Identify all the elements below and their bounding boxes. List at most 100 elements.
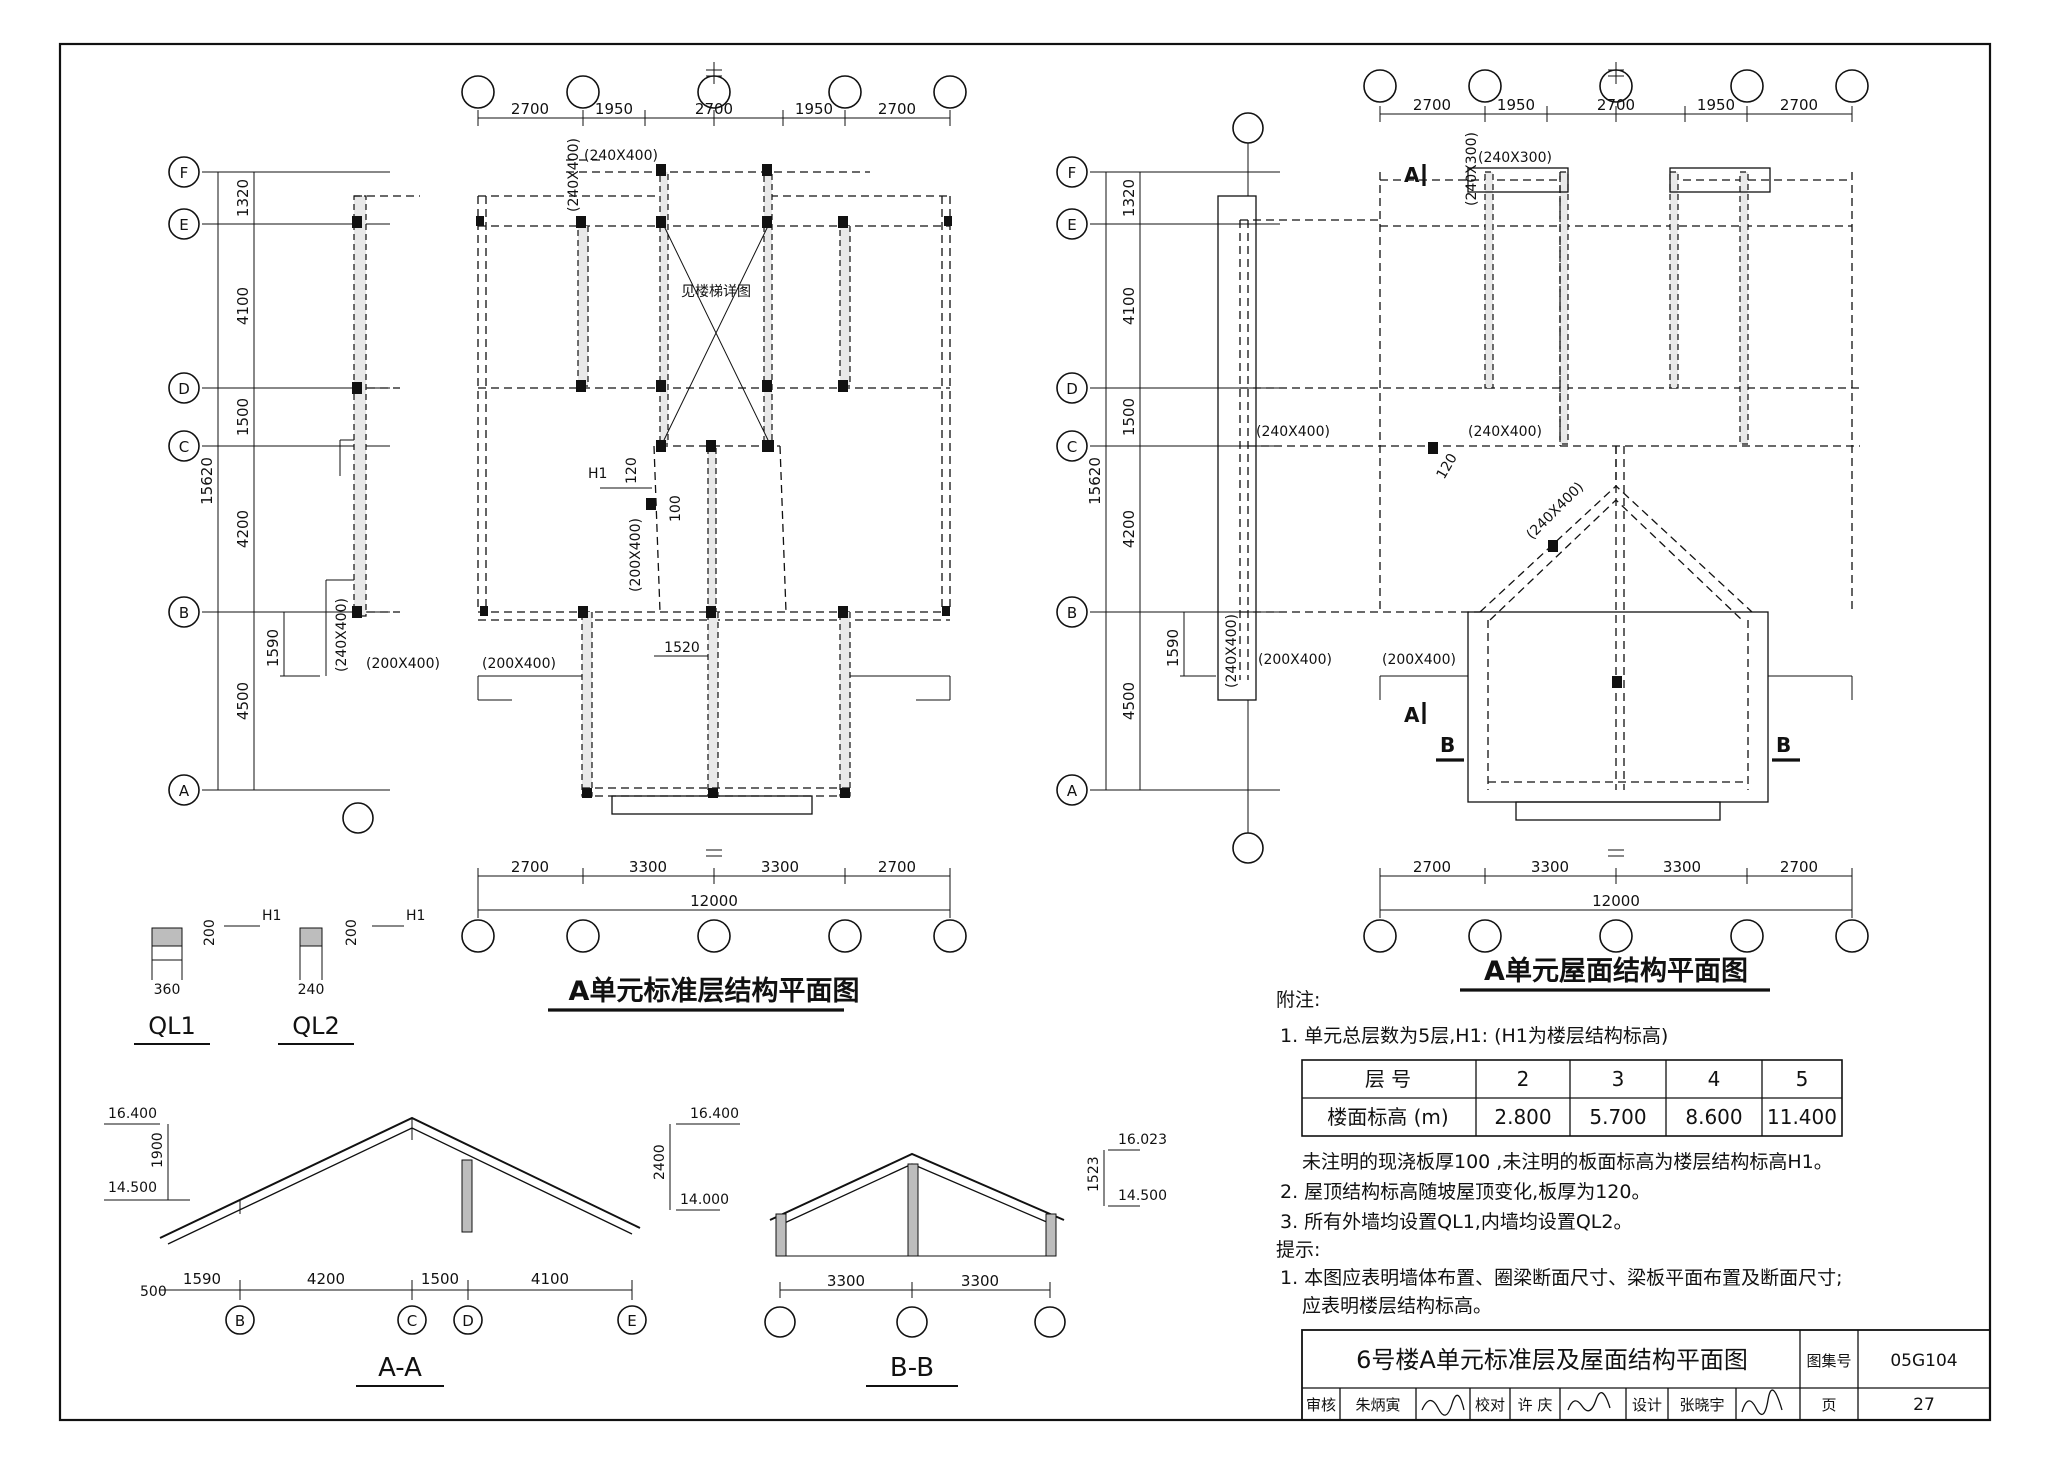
ql1-width: 360 — [154, 982, 181, 998]
section-aa-axis-D: D — [462, 1312, 474, 1330]
notes-hint-1: 1. 本图应表明墙体布置、圈梁断面尺寸、梁板平面布置及断面尺寸; — [1280, 1267, 1843, 1289]
plan-b-section-b-right: B — [1776, 733, 1791, 757]
plan-b-side-bubbles — [1232, 112, 1264, 864]
title-block-page-label: 页 — [1821, 1396, 1836, 1414]
sheet-border — [58, 42, 1992, 1422]
title-block: 6号楼A单元标准层及屋面结构平面图 图集号 05G104 审核 朱炳寅 校对 许… — [1301, 1329, 1991, 1421]
plan-a-left-dim-4: 4200 — [234, 510, 252, 548]
title-block-check-label: 校对 — [1475, 1396, 1505, 1414]
ql2-width: 240 — [298, 982, 325, 998]
plan-b-section-a-bottom: A — [1404, 703, 1420, 727]
section-aa-axis-C: C — [407, 1312, 417, 1330]
plan-a-stair-note: 见楼梯详图 — [681, 284, 751, 300]
notes-item-3: 3. 所有外墙均设置QL1,内墙均设置QL2。 — [1280, 1211, 1632, 1233]
plan-a-top-dim-2: 1950 — [595, 100, 633, 118]
plan-b-beam-label-240x300-v: (240X300) — [1464, 132, 1480, 206]
plan-a-columns — [352, 164, 952, 798]
plan-a-top-axis-bubbles — [461, 62, 967, 109]
plan-b-top-dim-3: 2700 — [1597, 96, 1635, 114]
section-bb-elev-14500: 14.500 — [1118, 1188, 1167, 1204]
plan-b-roof: 2700 1950 2700 1950 2700 F E D C B A — [1056, 62, 1869, 992]
plan-b-beam-label-240x400-left: (240X400) — [1256, 424, 1330, 440]
plan-b-left-dim-3: 1500 — [1120, 398, 1138, 436]
plan-a-left-dim-5: 4500 — [234, 682, 252, 720]
plan-a-standard-floor: 2700 1950 2700 1950 2700 F E D C B A — [168, 62, 967, 1012]
plan-b-left-dim-4: 4200 — [1120, 510, 1138, 548]
plan-b-bottom-dimensions: 2700 3300 3300 2700 12000 — [1363, 849, 1869, 953]
table-floor-2: 2 — [1517, 1067, 1530, 1091]
plan-b-axis-F: F — [1068, 164, 1077, 182]
plan-a-beam-label-200x400-mid: (200X400) — [482, 656, 556, 672]
plan-a-bottom-dimensions: 2700 3300 3300 2700 12000 — [342, 802, 967, 953]
plan-a-bottom-dim-1: 2700 — [511, 858, 549, 876]
notes-hint: 提示: — [1276, 1239, 1320, 1261]
section-aa-elev-500: 500 — [140, 1284, 167, 1300]
ql2-height: 200 — [344, 919, 360, 946]
plan-b-left-dim-2: 4100 — [1120, 287, 1138, 325]
plan-a-left-dim-3: 1500 — [234, 398, 252, 436]
plan-a-axis-E: E — [179, 216, 188, 234]
section-aa-axis-B: B — [235, 1312, 245, 1330]
ql1-label: QL1 — [148, 1012, 196, 1040]
plan-a-top-dim-1: 2700 — [511, 100, 549, 118]
title-block-title: 6号楼A单元标准层及屋面结构平面图 — [1356, 1346, 1748, 1374]
plan-b-dim-120: 120 — [1434, 451, 1461, 482]
title-block-check-name: 许 庆 — [1518, 1396, 1553, 1414]
plan-a-left-dimensions: 1320 4100 1500 4200 4500 15620 1590 — [198, 172, 320, 790]
notes-item-2: 2. 屋顶结构标高随坡屋顶变化,板厚为120。 — [1280, 1181, 1650, 1203]
table-header-elevation: 楼面标高 (m) — [1327, 1105, 1448, 1129]
section-aa-elev-14000: 14.000 — [680, 1192, 729, 1208]
plan-b-bottom-dim-4: 2700 — [1780, 858, 1818, 876]
floor-elevation-table: 层 号 楼面标高 (m) 2 3 4 5 2.800 5.700 8.600 1… — [1301, 1059, 1843, 1137]
table-elev-4: 8.600 — [1685, 1105, 1742, 1129]
section-bb: 16.023 14.500 1523 3300 3300 B-B — [764, 1132, 1167, 1387]
plan-a-left-dim-1: 1320 — [234, 179, 252, 217]
plan-a-top-dim-4: 1950 — [795, 100, 833, 118]
section-bb-h1523: 1523 — [1086, 1156, 1102, 1192]
plan-a-beam-label-top: (240X400) — [584, 148, 658, 164]
plan-a-beam-label-top-v: (240X400) — [566, 138, 582, 212]
plan-a-top-dimensions: 2700 1950 2700 1950 2700 — [477, 100, 951, 126]
section-aa-dim-1: 1590 — [183, 1270, 221, 1288]
title-block-review-name: 朱炳寅 — [1355, 1396, 1400, 1414]
table-elev-2: 2.800 — [1494, 1105, 1551, 1129]
section-bb-elev-16023: 16.023 — [1118, 1132, 1167, 1148]
section-aa-dim-4: 4100 — [531, 1270, 569, 1288]
ql2-h1: H1 — [406, 908, 425, 924]
plan-b-beam-label-240x300: (240X300) — [1478, 150, 1552, 166]
plan-b-top-dimensions: 2700 1950 2700 1950 2700 — [1379, 96, 1853, 122]
check-signature — [1567, 1392, 1611, 1412]
table-elev-5: 11.400 — [1767, 1105, 1837, 1129]
plan-b-total-height: 15620 — [1086, 457, 1104, 505]
plan-a-stair: 见楼梯详图 — [663, 225, 769, 441]
plan-b-bottom-dim-1: 2700 — [1413, 858, 1451, 876]
plan-a-dim-1520: 1520 — [664, 640, 700, 656]
title-block-review-label: 审核 — [1306, 1396, 1336, 1414]
table-header-floor: 层 号 — [1365, 1067, 1411, 1091]
plan-b-beam-label-200x400-left: (200X400) — [1258, 652, 1332, 668]
plan-b-bottom-dim-3: 3300 — [1663, 858, 1701, 876]
plan-a-axis-F: F — [180, 164, 189, 182]
plan-b-left-dim-5: 4500 — [1120, 682, 1138, 720]
plan-b-columns — [1428, 442, 1622, 688]
plan-b-top-axis-bubbles — [1363, 62, 1869, 103]
plan-b-total-width: 12000 — [1592, 892, 1640, 910]
plan-b-top-dim-2: 1950 — [1497, 96, 1535, 114]
plan-b-left-dimensions: 1320 4100 1500 4200 4500 15620 1590 — [1086, 172, 1216, 790]
plan-a-labels: (240X400) (240X400) H1 120 100 (200X400)… — [334, 138, 708, 672]
plan-b-section-b-left: B — [1440, 733, 1455, 757]
plan-b-axis-D: D — [1066, 380, 1078, 398]
review-signature — [1421, 1394, 1465, 1416]
plan-b-top-dim-4: 1950 — [1697, 96, 1735, 114]
plan-a-axis-D: D — [178, 380, 190, 398]
plan-b-section-a-top: A — [1404, 163, 1420, 187]
plan-a-beam-label-200x400-left: (200X400) — [366, 656, 440, 672]
plan-a-axis-B: B — [179, 604, 189, 622]
ql1-h1: H1 — [262, 908, 281, 924]
section-bb-dim-2: 3300 — [961, 1272, 999, 1290]
plan-a-top-dim-3: 2700 — [695, 100, 733, 118]
ring-beam-details: 360 200 H1 QL1 240 200 H1 QL2 — [134, 908, 425, 1045]
section-aa-elev-14500: 14.500 — [108, 1180, 157, 1196]
plan-b-beam-label-240x400-v: (240X400) — [1224, 614, 1240, 688]
